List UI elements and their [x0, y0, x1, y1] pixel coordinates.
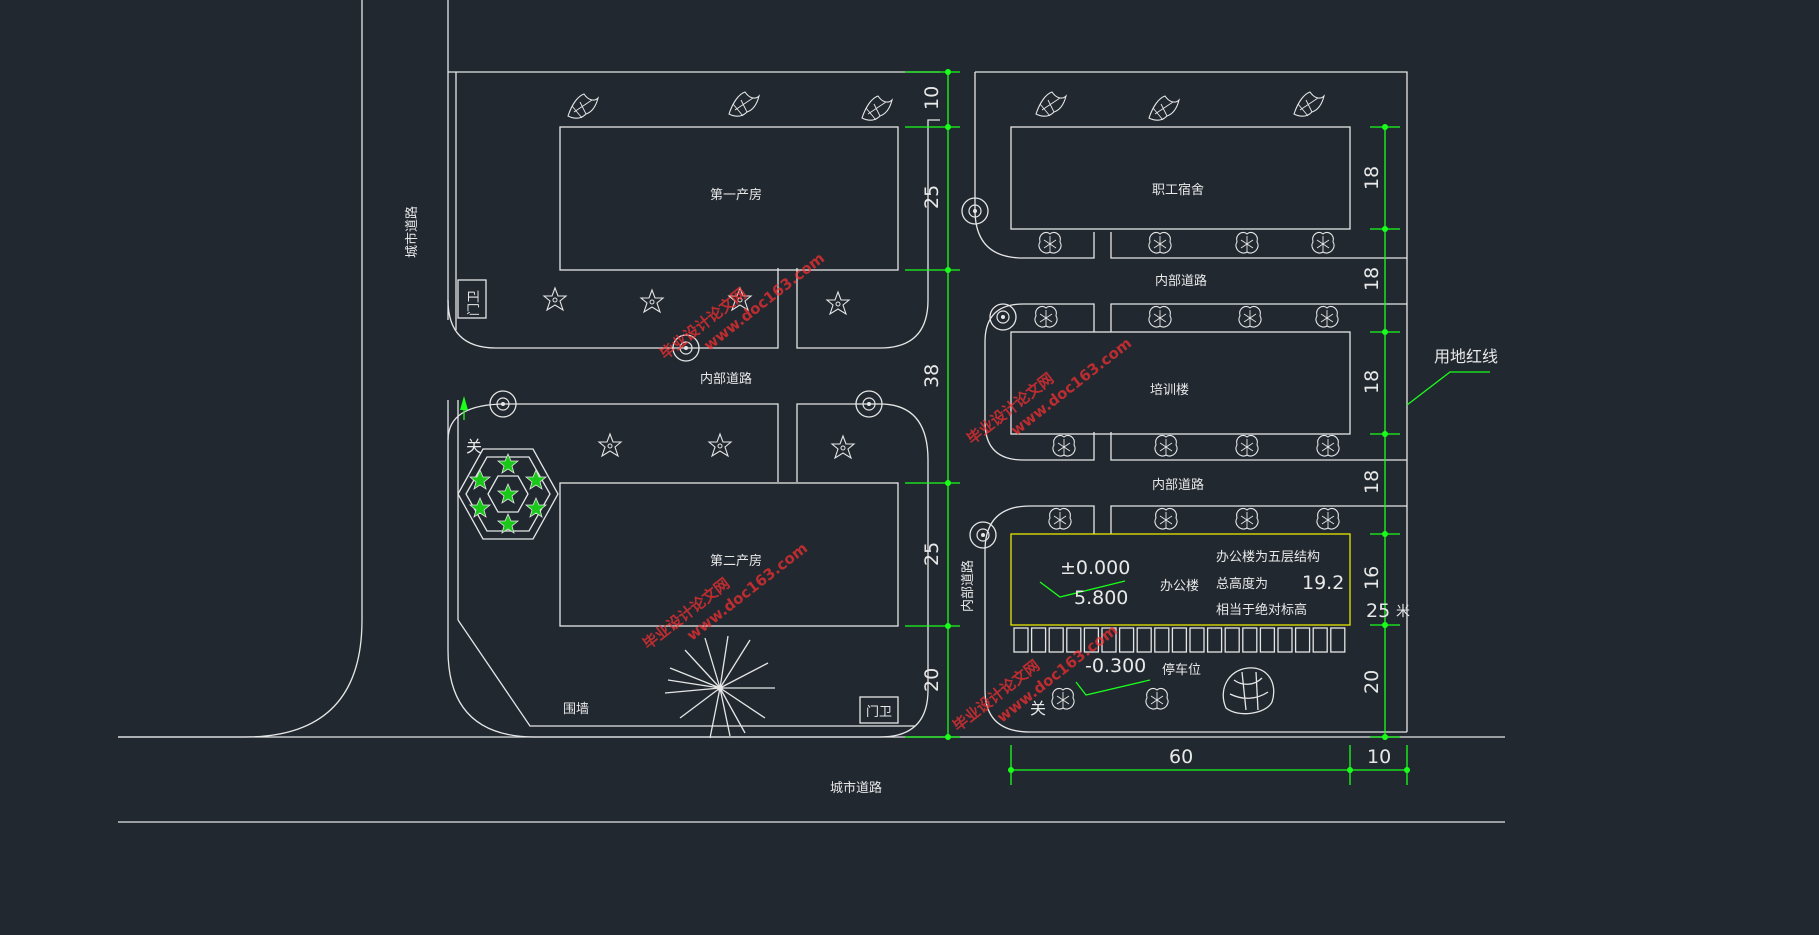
inner-road-label: 内部道路 — [1152, 477, 1204, 493]
parking-stall — [1030, 627, 1047, 653]
watermark: 毕业设计论文网 www.doc163.com 毕业设计论文网 www.doc16… — [639, 249, 1135, 735]
dim-bottom-10: 10 — [1367, 746, 1391, 768]
right-site-boundary — [974, 71, 1408, 733]
parking-stall — [1083, 627, 1100, 653]
dim-bottom-60: 60 — [1169, 746, 1193, 768]
parking-stall — [1013, 627, 1029, 653]
parking-stall — [1101, 627, 1117, 653]
inner-road-label: 内部道路 — [700, 371, 752, 387]
level-0-value: ±0.000 — [1060, 557, 1130, 579]
gate-1-label: 门卫 — [467, 290, 482, 316]
parking-stall — [1189, 627, 1205, 653]
wall-label: 围墙 — [563, 702, 589, 717]
parking-stall — [1330, 627, 1346, 653]
office-note-line-1: 办公楼为五层结构 — [1216, 550, 1320, 565]
parking-stall — [1294, 627, 1311, 653]
level-2-value: -0.300 — [1085, 655, 1146, 677]
office-building — [1010, 533, 1351, 626]
property-line-label: 用地红线 — [1434, 347, 1498, 366]
parking-stall — [1312, 627, 1328, 653]
training-label: 培训楼 — [1150, 382, 1189, 398]
factory-1-building — [559, 126, 899, 271]
gate-2-building — [859, 696, 899, 724]
gate-1-building — [457, 279, 487, 319]
parking-stall — [1224, 627, 1240, 653]
parking-stall — [1206, 627, 1223, 653]
parking-stall — [1171, 627, 1188, 653]
parking-stall — [1242, 627, 1258, 653]
training-building — [1010, 331, 1351, 435]
north-label: 关 — [1030, 699, 1046, 718]
parking-stall — [1066, 627, 1082, 653]
parking-stall — [1048, 627, 1064, 653]
dorm-label: 职工宿舍 — [1152, 182, 1204, 198]
office-note-line-2: 总高度为 — [1216, 576, 1268, 592]
gate-2-label: 门卫 — [866, 705, 892, 720]
parking-stall — [1118, 627, 1135, 653]
parking-stall — [1277, 627, 1293, 653]
city-road-outline — [118, 0, 1505, 823]
office-note-line-3: 相当于绝对标高 — [1216, 602, 1307, 618]
office-height-value: 19.2 — [1302, 572, 1344, 594]
office-label: 办公楼 — [1160, 579, 1199, 594]
dim-right-16: 16 — [1361, 566, 1383, 590]
left-site-boundary — [447, 71, 940, 738]
parking-stall — [1259, 627, 1276, 653]
lamp-icon — [969, 521, 997, 549]
level-1-value: 5.800 — [1074, 587, 1128, 609]
dim-left-38: 38 — [921, 364, 943, 388]
inner-road-vertical-label: 内部道路 — [960, 560, 976, 612]
north-label: 关 — [466, 437, 482, 456]
parking-label: 停车位 — [1162, 662, 1201, 678]
meter-unit-label: 米 — [1396, 604, 1410, 620]
factory-2-building — [559, 482, 899, 627]
dim-right-18b: 18 — [1361, 267, 1383, 291]
city-road-left-label: 城市道路 — [404, 206, 420, 258]
inner-road-label: 内部道路 — [1155, 273, 1207, 289]
factory-2-label: 第二产房 — [710, 553, 762, 569]
dorm-building — [1010, 126, 1351, 230]
factory-1-label: 第一产房 — [710, 187, 762, 203]
parking-stall — [1136, 627, 1152, 653]
dim-right-18d: 18 — [1361, 470, 1383, 494]
dimension-ticks — [945, 69, 1410, 773]
dim-right-25: 25 — [1366, 600, 1390, 622]
dim-left-20: 20 — [921, 668, 943, 692]
city-road-bottom-label: 城市道路 — [830, 780, 882, 796]
dim-left-10: 10 — [921, 86, 943, 110]
north-arrow-icon — [460, 396, 468, 420]
dim-left-25a: 25 — [921, 185, 943, 209]
parking-stall — [1154, 627, 1170, 653]
dim-right-18a: 18 — [1361, 166, 1383, 190]
palm-tree-icon — [664, 635, 775, 739]
parking-stalls — [1013, 627, 1346, 653]
dim-right-18c: 18 — [1361, 370, 1383, 394]
dim-left-25b: 25 — [921, 542, 943, 566]
hex-garden — [457, 448, 559, 540]
dim-right-20: 20 — [1361, 670, 1383, 694]
shrub-cluster-icon — [1222, 667, 1275, 715]
